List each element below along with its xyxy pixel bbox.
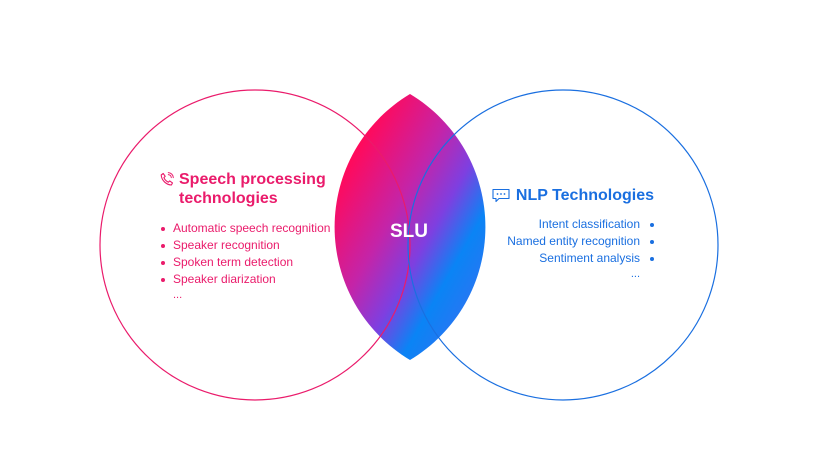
list-item: Spoken term detection xyxy=(160,254,360,271)
nlp-title: NLP Technologies xyxy=(515,187,654,204)
nlp-list: Intent classification Named entity recog… xyxy=(470,216,654,267)
list-item: Sentiment analysis xyxy=(470,250,654,267)
list-item: Named entity recognition xyxy=(470,233,654,250)
speech-more: ... xyxy=(173,289,183,301)
speech-title: Speech processing technologies xyxy=(160,170,360,208)
list-item: Speaker recognition xyxy=(160,237,360,254)
nlp-circle xyxy=(407,89,719,401)
speech-title-line1: Speech processing xyxy=(179,171,326,188)
intersection-region xyxy=(334,94,486,360)
nlp-more: ... xyxy=(630,268,640,280)
chat-bubble-icon xyxy=(492,188,510,203)
phone-icon xyxy=(160,172,174,187)
list-item: Speaker diarization xyxy=(160,271,360,288)
list-item: Intent classification xyxy=(470,216,654,233)
list-item: Automatic speech recognition xyxy=(160,220,360,237)
nlp-panel: NLP Technologies Intent classification N… xyxy=(470,186,654,281)
speech-panel: Speech processing technologies Automatic… xyxy=(160,170,360,302)
speech-title-line2: technologies xyxy=(179,190,278,207)
speech-list: Automatic speech recognition Speaker rec… xyxy=(160,220,360,288)
speech-circle xyxy=(99,89,411,401)
slu-label: SLU xyxy=(390,221,428,242)
nlp-title-row: NLP Technologies xyxy=(470,186,654,205)
